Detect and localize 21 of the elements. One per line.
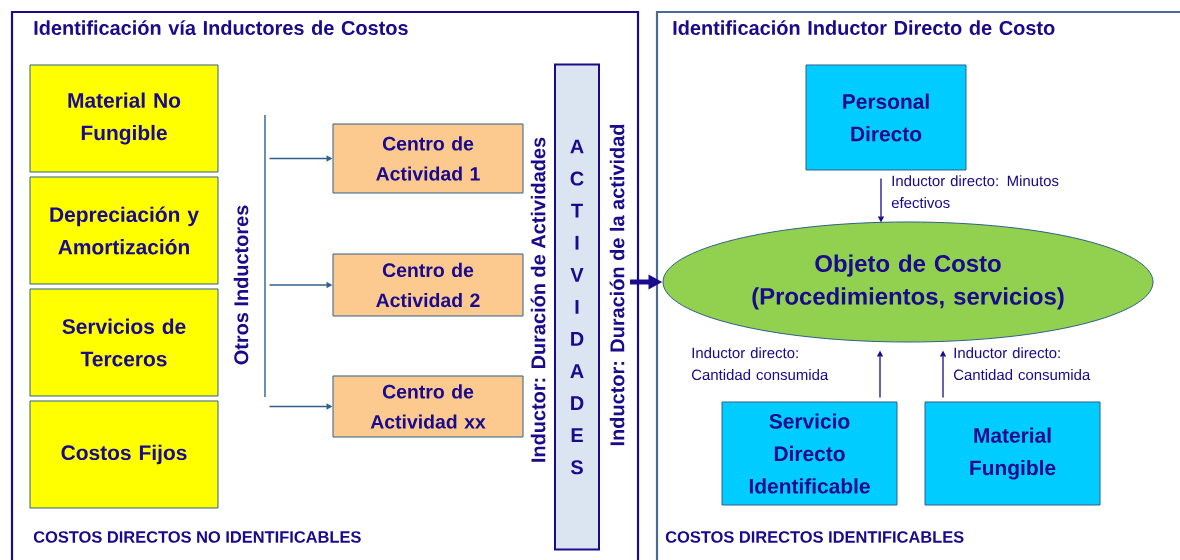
rotated-caption: Inductor: Duración de Actividades [530,137,546,462]
process-box: Centro de Actividad xx [332,375,524,438]
process-box: Depreciación y Amortización [29,176,219,285]
process-box: Material No Fungible [29,64,219,173]
edge-label: Inductor directo: Minutos efectivos [891,175,1059,209]
panel-footer: COSTOS DIRECTOS NO IDENTIFICABLES [33,531,361,543]
activities-bar: A C T I V I D A D E S [554,63,600,551]
panel-title: Identificación vía Inductores de Costos [34,20,408,35]
process-box: Centro de Actividad 2 [332,253,524,317]
process-box: Costos Fijos [29,400,219,509]
edge-label: Inductor directo: Cantidad consumida [691,347,829,381]
process-box: Servicios de Terceros [29,288,219,397]
process-box: Centro de Actividad 1 [332,123,524,194]
panel-title: Identificación Inductor Directo de Costo [673,20,1055,35]
edge-label: Inductor directo: Cantidad consumida [953,347,1091,381]
process-box: Personal Directo [805,64,967,171]
process-box: Material Fungible [924,401,1101,506]
inductor-bracket: Otros Inductores [233,114,266,398]
panel-footer: COSTOS DIRECTOS IDENTIFICABLES [665,531,964,543]
rotated-caption: Inductor: Duración de la actividad [609,124,625,446]
process-box: Servicio Directo Identificable [721,401,898,506]
